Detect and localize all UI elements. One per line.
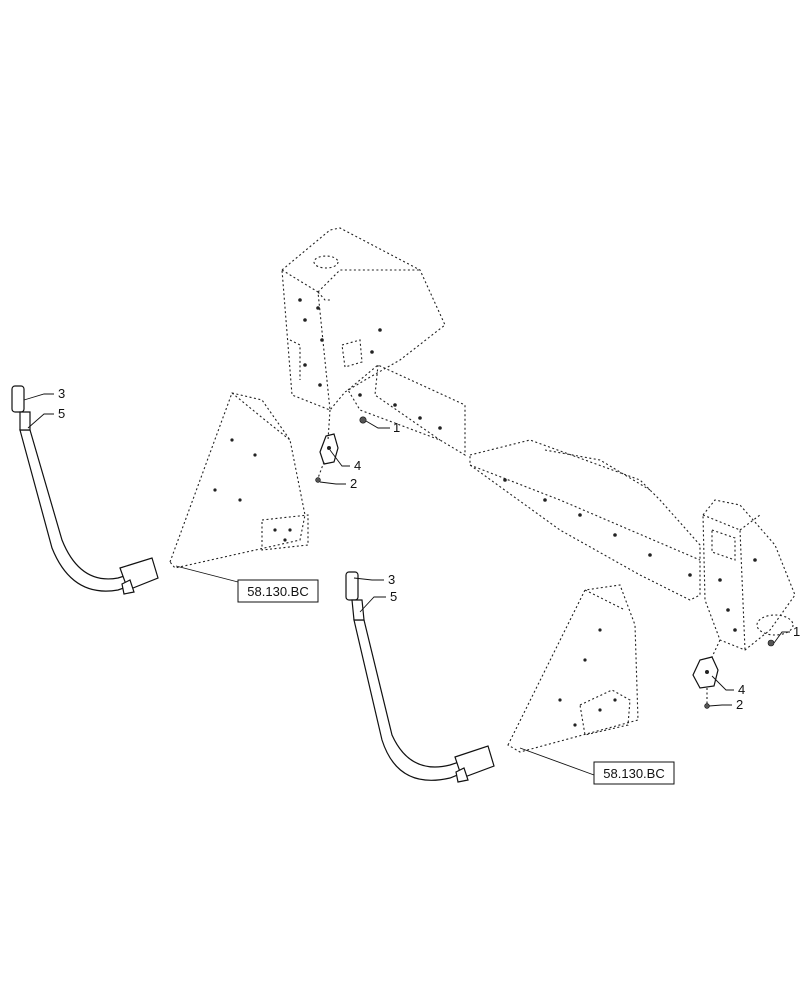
right-handle [345,571,495,783]
frame-holes [298,298,757,632]
callout-lower-bracket: 4 [738,682,745,697]
left-handle-grip [11,385,25,413]
callout-lower-bolt: 2 [736,697,743,712]
upper-bracket-assembly [315,409,367,483]
callout-upper-bracket: 4 [354,458,361,473]
leader-lines [23,393,790,776]
left-handle [11,385,159,595]
reference-left-shield: 58.130.BC [247,584,308,599]
callout-right-handle-bottom: 5 [390,589,397,604]
main-frame [281,227,796,651]
reference-box-left: 58.130.BC [237,579,319,603]
callout-upper-nut: 1 [393,420,400,435]
callout-upper-bolt: 2 [350,476,357,491]
upper-bolt-icon [315,477,321,483]
callouts: 3 5 1 4 2 3 5 1 4 2 [58,386,800,712]
lower-nut-icon [767,639,775,647]
right-handle-grip [345,571,359,601]
lower-bolt-icon [704,703,710,709]
callout-left-handle-bottom: 5 [58,406,65,421]
callout-lower-nut: 1 [793,624,800,639]
lower-bracket-assembly [692,639,775,709]
callout-left-handle-top: 3 [58,386,65,401]
right-shield [507,584,639,753]
left-shield [169,392,309,569]
callout-right-handle-top: 3 [388,572,395,587]
upper-nut-icon [359,416,367,424]
reference-right-shield: 58.130.BC [603,766,664,781]
reference-box-right: 58.130.BC [593,761,675,785]
